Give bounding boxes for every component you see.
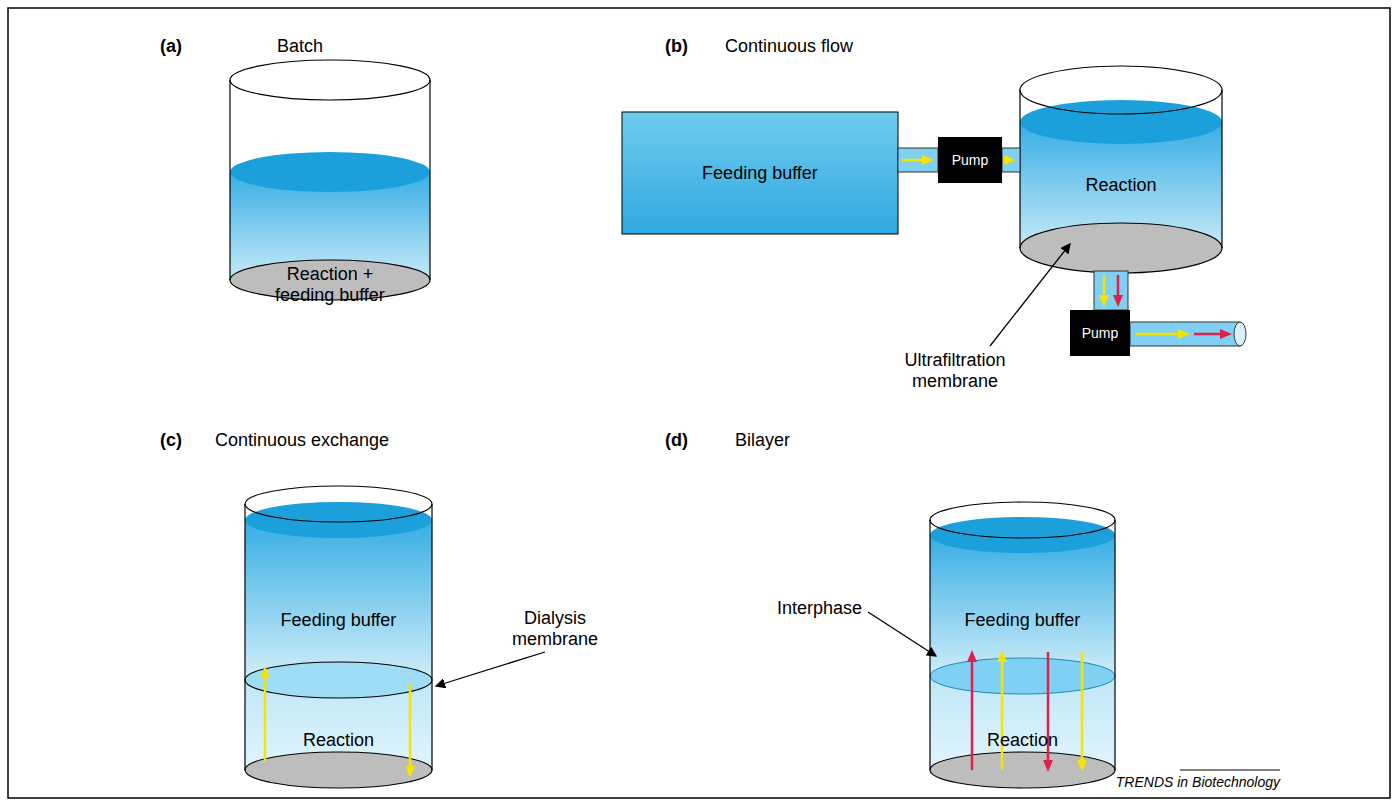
panel-title: Bilayer: [735, 430, 855, 451]
bilayer-vessel: Feeding bufferReaction: [930, 502, 1115, 788]
panel-title: Batch: [240, 36, 360, 57]
callout-label: Dialysis membrane: [500, 608, 610, 650]
panel-letter: (b): [665, 36, 725, 57]
tube-connector: [1094, 271, 1128, 310]
node-text: Feeding buffer: [640, 163, 880, 184]
feeding-buffer-reservoir: Feeding buffer: [622, 112, 898, 234]
node-text: Reaction: [1031, 175, 1211, 196]
panel-title: Continuous flow: [725, 36, 885, 57]
tube-connector: [1002, 148, 1020, 172]
exchange-vessel: Feeding bufferReaction: [245, 486, 432, 788]
source-credit: TRENDS in Biotechnology: [1100, 774, 1280, 791]
callout-label: Interphase: [740, 598, 862, 619]
node-text: Reaction: [254, 730, 424, 751]
panel-letter: (d): [665, 430, 725, 451]
panel-letter: (a): [160, 36, 220, 57]
pump: Pump: [1070, 310, 1130, 356]
batch-vessel: Reaction + feeding buffer: [230, 60, 430, 300]
reaction-vessel: Reaction: [1020, 65, 1222, 273]
pump: Pump: [938, 137, 1002, 183]
node-text: Pump: [1071, 325, 1129, 342]
panel-letter: (c): [160, 430, 220, 451]
node-text: Reaction + feeding buffer: [255, 264, 405, 306]
panel-title: Continuous exchange: [215, 430, 435, 451]
node-text: Reaction: [938, 730, 1108, 751]
node-text: Feeding buffer: [938, 610, 1108, 631]
node-text: Feeding buffer: [254, 610, 424, 631]
tube-connector: [898, 148, 938, 172]
node-text: Pump: [940, 152, 1000, 169]
callout-label: Ultrafiltration membrane: [885, 350, 1025, 392]
